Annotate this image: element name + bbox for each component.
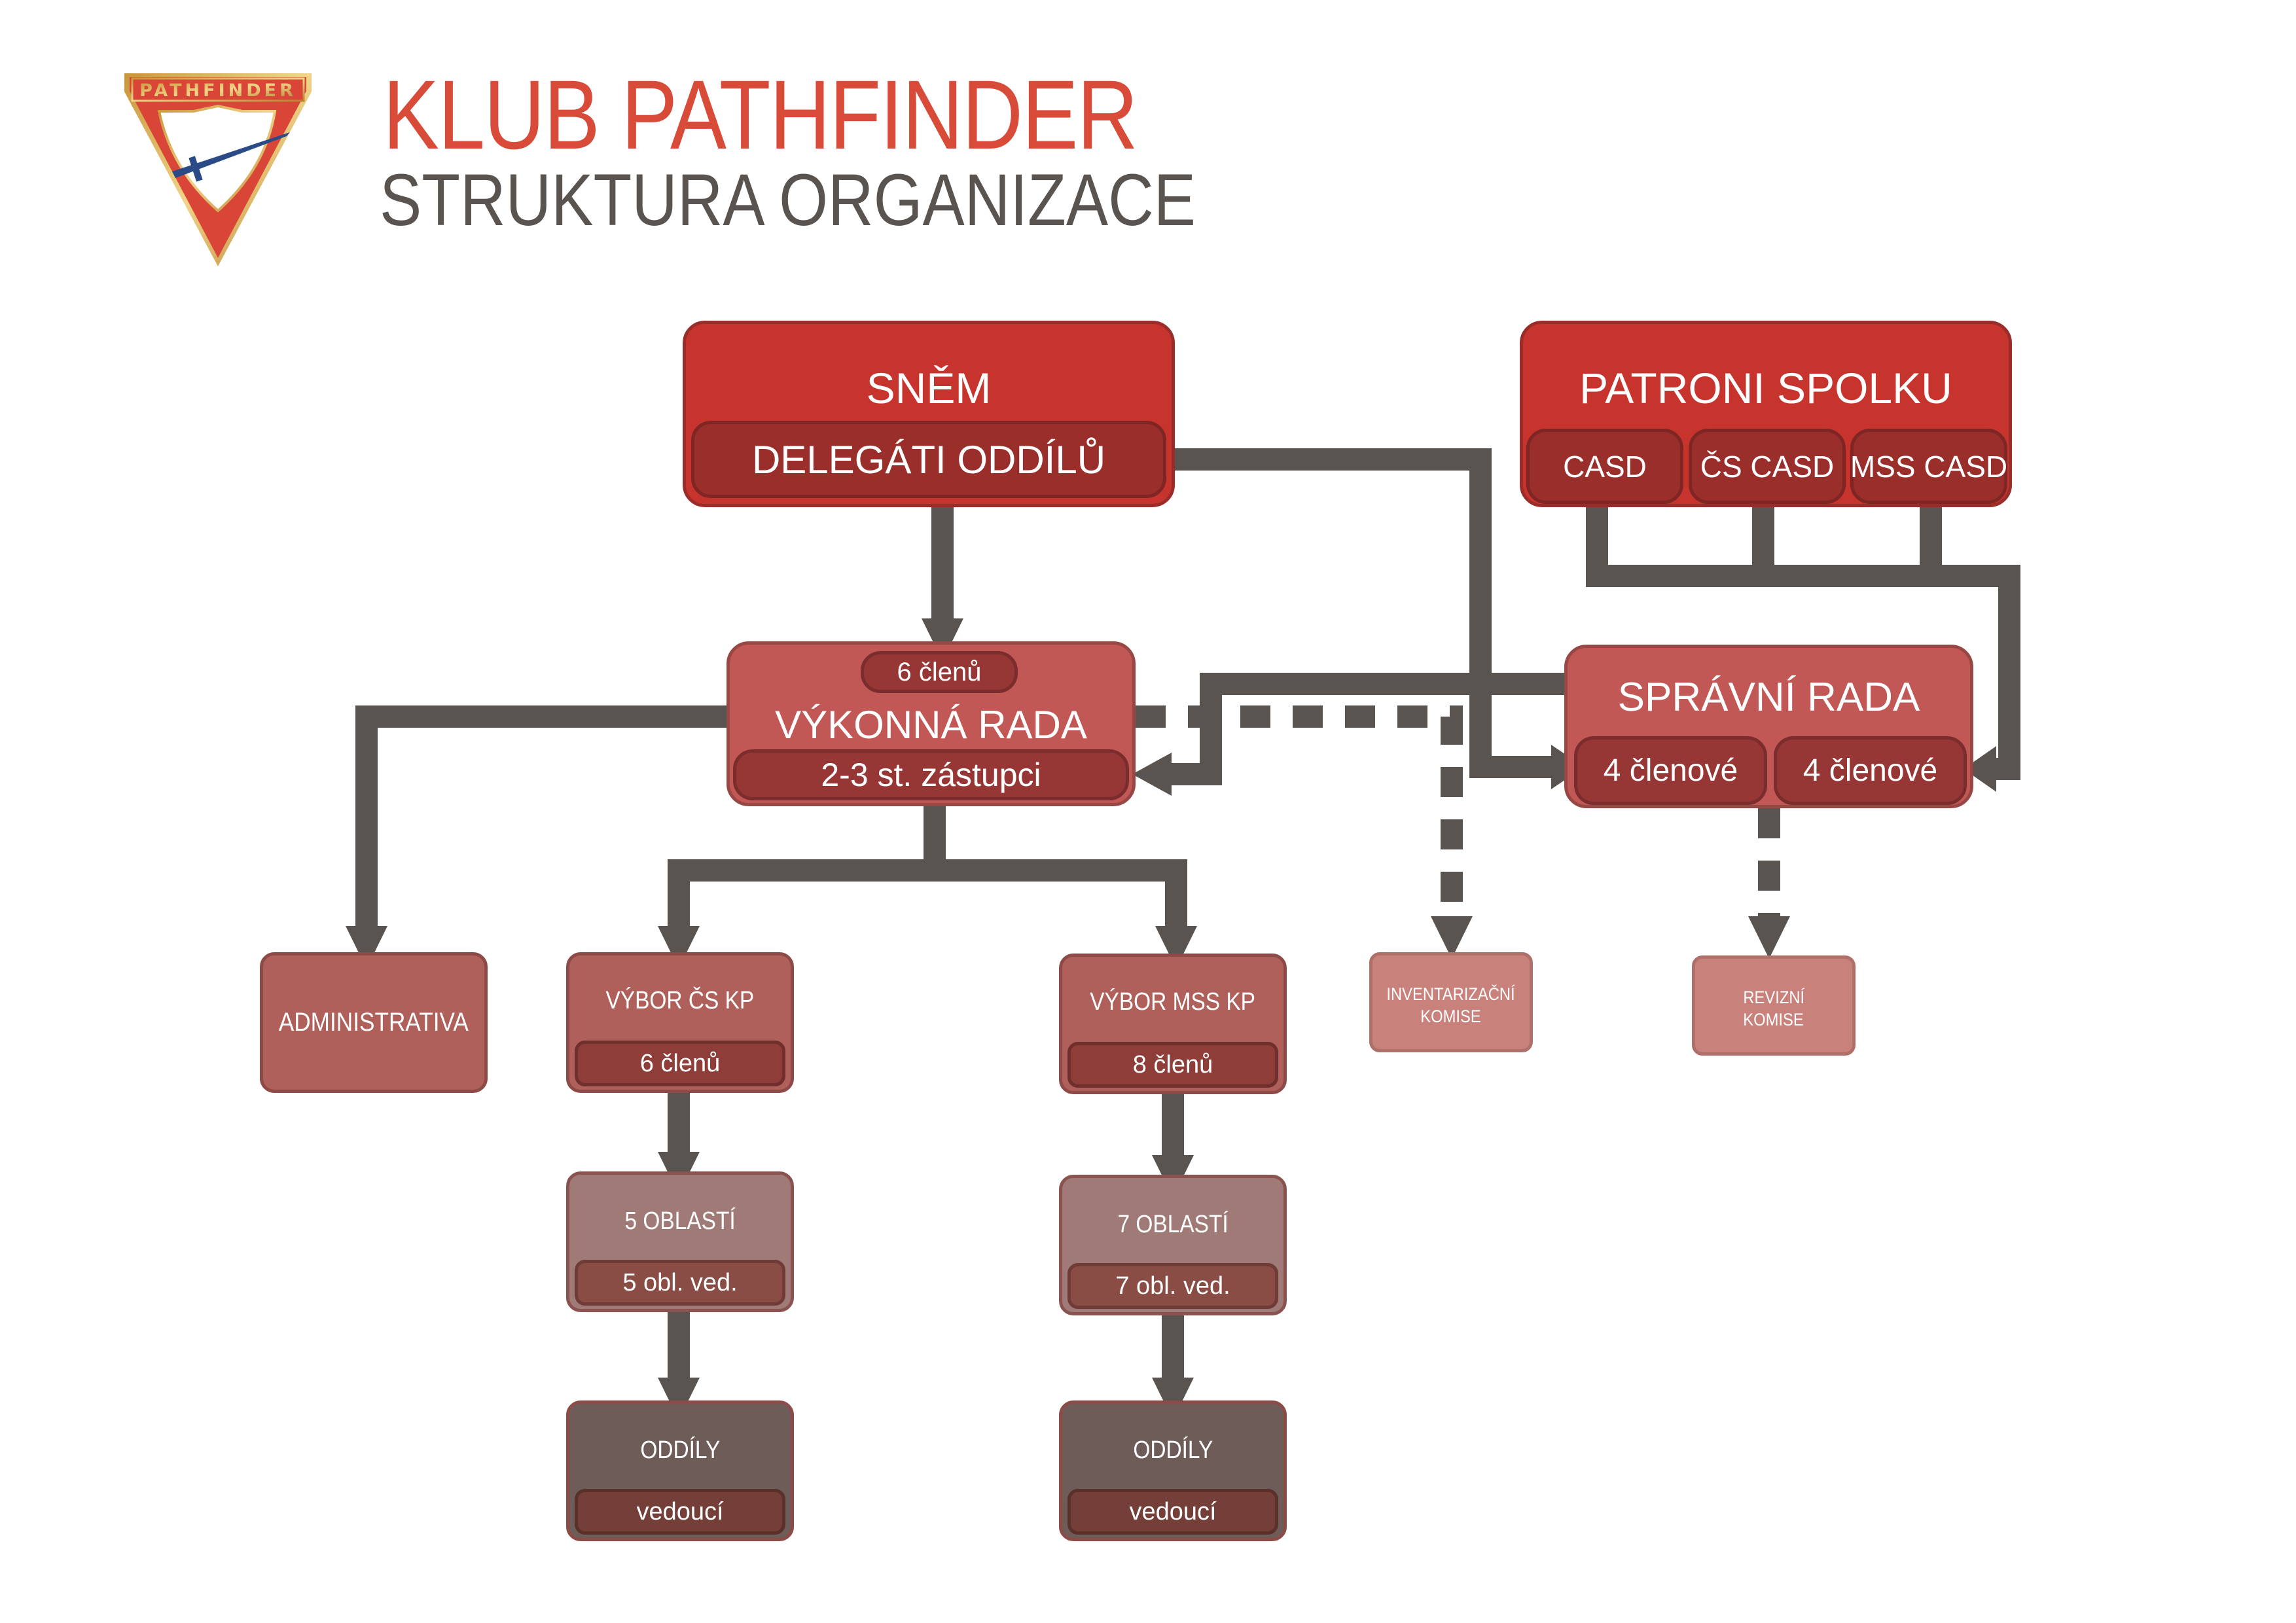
node-patroni-title: PATRONI SPOLKU bbox=[1579, 364, 1952, 412]
node-oblasti-cs-sub: 5 obl. ved. bbox=[575, 1260, 785, 1306]
node-revizni-line1: REVIZNÍ bbox=[1743, 988, 1804, 1007]
node-spravni-title: SPRÁVNÍ RADA bbox=[1617, 675, 1920, 720]
page-subtitle: STRUKTURA ORGANIZACE bbox=[380, 159, 1196, 241]
node-inventarizacni-line1: INVENTARIZAČNÍ bbox=[1386, 984, 1516, 1004]
pathfinder-logo: PATHFINDER bbox=[124, 73, 312, 266]
node-patroni-casd: CASD bbox=[1526, 429, 1683, 504]
node-vybor-cs-title: VÝBOR ČS KP bbox=[605, 987, 755, 1014]
node-oddily-mss-sub: vedoucí bbox=[1067, 1489, 1278, 1535]
node-vybor-cs-sub: 6 členů bbox=[575, 1041, 785, 1086]
node-vybor-mss-sub: 8 členů bbox=[1067, 1042, 1278, 1088]
node-oblasti-mss-title: 7 OBLASTÍ bbox=[1117, 1211, 1229, 1238]
node-inventarizacni-line2: KOMISE bbox=[1420, 1007, 1482, 1026]
node-administrativa-title: ADMINISTRATIVA bbox=[278, 1008, 469, 1037]
node-vybor-mss-title: VÝBOR MSS KP bbox=[1090, 988, 1256, 1016]
node-administrativa[interactable]: ADMINISTRATIVA bbox=[260, 952, 488, 1093]
node-vykonna-rada[interactable]: 6 členů VÝKONNÁ RADA 2-3 st. zástupci bbox=[726, 641, 1136, 806]
node-oblasti-cs[interactable]: 5 OBLASTÍ 5 obl. ved. bbox=[566, 1171, 794, 1312]
node-spravni-sub-right: 4 členové bbox=[1774, 736, 1967, 805]
node-oddily-cs-sub: vedoucí bbox=[575, 1489, 785, 1535]
arrowhead bbox=[1748, 916, 1790, 959]
node-revizni-komise[interactable]: REVIZNÍ KOMISE bbox=[1692, 955, 1856, 1056]
node-oblasti-mss-sub: 7 obl. ved. bbox=[1067, 1263, 1278, 1309]
node-patroni-mss-casd: MSS CASD bbox=[1850, 429, 2007, 504]
node-spravni-sub-left: 4 členové bbox=[1574, 736, 1767, 805]
node-oblasti-mss[interactable]: 7 OBLASTÍ 7 obl. ved. bbox=[1059, 1175, 1287, 1315]
edge-vykonna-vybory bbox=[668, 859, 1187, 926]
node-vykonna-sub: 2-3 st. zástupci bbox=[733, 749, 1129, 800]
logo-text: PATHFINDER bbox=[139, 80, 296, 101]
node-snem[interactable]: SNĚM DELEGÁTI ODDÍLŮ bbox=[683, 321, 1175, 507]
node-vybor-mss[interactable]: VÝBOR MSS KP 8 členů bbox=[1059, 954, 1287, 1094]
edge-snem-spravni bbox=[1172, 448, 1558, 778]
node-spravni-rada[interactable]: SPRÁVNÍ RADA 4 členové 4 členové bbox=[1564, 645, 1973, 808]
node-oddily-mss[interactable]: ODDÍLY vedoucí bbox=[1059, 1400, 1287, 1541]
node-oddily-cs-title: ODDÍLY bbox=[639, 1436, 721, 1464]
node-snem-title: SNĚM bbox=[866, 364, 992, 412]
node-revizni-line2: KOMISE bbox=[1743, 1010, 1804, 1029]
node-patroni-cs-casd: ČS CASD bbox=[1689, 429, 1846, 504]
node-inventarizacni-komise[interactable]: INVENTARIZAČNÍ KOMISE bbox=[1369, 952, 1533, 1052]
edge-spravni-vykonna bbox=[1165, 673, 1564, 785]
node-oddily-mss-title: ODDÍLY bbox=[1132, 1436, 1213, 1464]
node-vybor-cs[interactable]: VÝBOR ČS KP 6 členů bbox=[566, 952, 794, 1093]
node-oblasti-cs-title: 5 OBLASTÍ bbox=[624, 1207, 736, 1235]
arrowhead bbox=[1132, 753, 1172, 796]
node-patroni[interactable]: PATRONI SPOLKU CASD ČS CASD MSS CASD bbox=[1520, 321, 2012, 507]
node-snem-sub: DELEGÁTI ODDÍLŮ bbox=[691, 421, 1166, 498]
edge-vykonna-admin bbox=[355, 705, 728, 926]
node-vykonna-title: VÝKONNÁ RADA bbox=[775, 703, 1087, 747]
sword-icon bbox=[172, 132, 290, 178]
node-vykonna-badge: 6 členů bbox=[861, 651, 1018, 693]
edge-vykonna-inventarizacni bbox=[1136, 705, 1463, 916]
node-oddily-cs[interactable]: ODDÍLY vedoucí bbox=[566, 1400, 794, 1541]
page-title: KLUB PATHFINDER bbox=[383, 60, 1138, 169]
